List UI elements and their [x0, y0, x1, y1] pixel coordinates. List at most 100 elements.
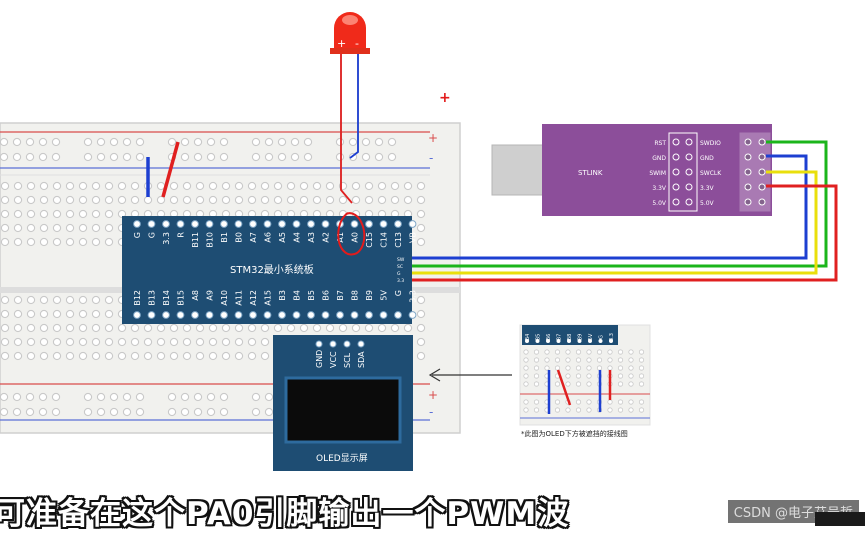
inset-hole: [586, 365, 592, 371]
breadboard-hole: [277, 137, 287, 147]
breadboard-hole: [117, 323, 127, 333]
breadboard-hole: [0, 351, 10, 361]
jumper-red: [161, 141, 180, 198]
breadboard-hole: [91, 237, 101, 247]
breadboard-hole: [234, 337, 244, 347]
inset-hole: [565, 357, 571, 363]
breadboard-hole: [130, 195, 140, 205]
breadboard-hole: [135, 152, 145, 162]
inset-hole: [575, 365, 582, 371]
breadboard-hole: [325, 195, 335, 205]
breadboard-hole: [195, 323, 205, 333]
breadboard-hole: [51, 407, 61, 417]
inset-pin-label: B8: [567, 334, 573, 341]
stlink-left-pin-label: GND: [652, 155, 666, 162]
inset-hole: [586, 357, 592, 363]
breadboard-hole: [52, 237, 62, 247]
breadboard-hole: [13, 209, 23, 219]
breadboard-hole: [206, 407, 216, 417]
inset-hole: [596, 349, 603, 355]
breadboard-hole: [416, 237, 426, 247]
inset-pin-hole: [567, 339, 571, 343]
breadboard-hole: [122, 137, 132, 147]
mcu-pin-hole: [394, 220, 402, 228]
mcu-bottom-pin-label: B15: [177, 290, 186, 306]
mcu-pin-hole: [220, 311, 228, 319]
mcu-pin-hole: [408, 220, 417, 228]
breadboard-hole: [13, 337, 23, 347]
mcu-top-pin-label: C15: [365, 232, 374, 248]
inset-wire-red-1: [556, 369, 572, 406]
breadboard-hole: [169, 337, 179, 347]
breadboard-hole: [416, 351, 426, 361]
stlink-header-pin: [758, 168, 766, 176]
oled-pin-hole: [343, 340, 351, 348]
inset-hole: [575, 349, 582, 355]
breadboard-hole: [39, 181, 49, 191]
mcu-top-pin-label: VB: [409, 232, 418, 243]
inset-hole: [575, 381, 582, 387]
mcu-pin-hole: [162, 311, 170, 319]
mcu-top-pin-label: 3.3: [162, 232, 171, 245]
breadboard-hole: [0, 407, 9, 417]
breadboard-hole: [208, 195, 218, 205]
breadboard-hole: [91, 309, 101, 319]
inset-hole: [533, 373, 540, 379]
mcu-pin-hole: [307, 220, 315, 228]
breadboard-hole: [65, 223, 75, 233]
breadboard-hole: [208, 323, 218, 333]
breadboard-hole: [338, 323, 348, 333]
breadboard-hole: [390, 323, 400, 333]
inset-hole: [523, 365, 529, 371]
mcu-pin-hole: [350, 220, 359, 228]
breadboard-hole: [65, 323, 75, 333]
breadboard-hole: [83, 137, 93, 147]
breadboard-hole: [325, 181, 335, 191]
inset-pin-hole: [609, 339, 613, 343]
breadboard-hole: [364, 195, 374, 205]
breadboard-hole: [351, 195, 361, 205]
mcu-top-pin-label: A0: [351, 232, 360, 243]
breadboard-hole: [25, 392, 35, 402]
mcu-pin-hole: [133, 220, 141, 228]
breadboard-hole: [83, 407, 93, 417]
mcu-pin-hole: [379, 311, 388, 319]
stlink-header-pin: [758, 153, 766, 161]
breadboard-hole: [208, 351, 218, 361]
breadboard-hole: [78, 181, 88, 191]
inset-hole: [533, 407, 540, 413]
breadboard-hole: [312, 323, 322, 333]
breadboard-hole: [104, 323, 114, 333]
breadboard-hole: [390, 195, 400, 205]
breadboard-hole: [26, 323, 36, 333]
inset-hole: [565, 365, 571, 371]
mcu-bottom-pin-label: A10: [220, 290, 229, 306]
breadboard-hole: [169, 323, 179, 333]
wire-green-gnd: [412, 140, 828, 268]
mcu-pin-hole: [365, 311, 373, 319]
breadboard-hole: [195, 337, 205, 347]
inset-hole: [607, 407, 613, 413]
inset-hole: [586, 349, 592, 355]
stlink-header-pin: [758, 198, 766, 206]
breadboard-hole: [247, 337, 257, 347]
mcu-pin-hole: [249, 220, 257, 228]
inset-hole: [607, 365, 613, 371]
inset-pin-label: B5: [536, 334, 542, 341]
breadboard-hole: [25, 152, 35, 162]
inset-hole: [544, 365, 550, 371]
breadboard-hole: [26, 181, 36, 191]
breadboard-hole: [299, 181, 309, 191]
mcu-top-pin-label: C13: [394, 232, 403, 248]
breadboard-hole: [234, 195, 244, 205]
breadboard-hole: [0, 323, 10, 333]
breadboard-hole: [104, 195, 114, 205]
breadboard-hole: [109, 152, 119, 162]
breadboard-hole: [416, 337, 426, 347]
breadboard-hole: [208, 181, 218, 191]
breadboard-hole: [351, 323, 361, 333]
breadboard-hole: [286, 195, 296, 205]
stlink-right-pin-label: GND: [700, 155, 714, 162]
breadboard-hole: [351, 181, 361, 191]
video-subtitle: 可准备在这个PA0引脚输出一个PWM波: [0, 496, 570, 532]
